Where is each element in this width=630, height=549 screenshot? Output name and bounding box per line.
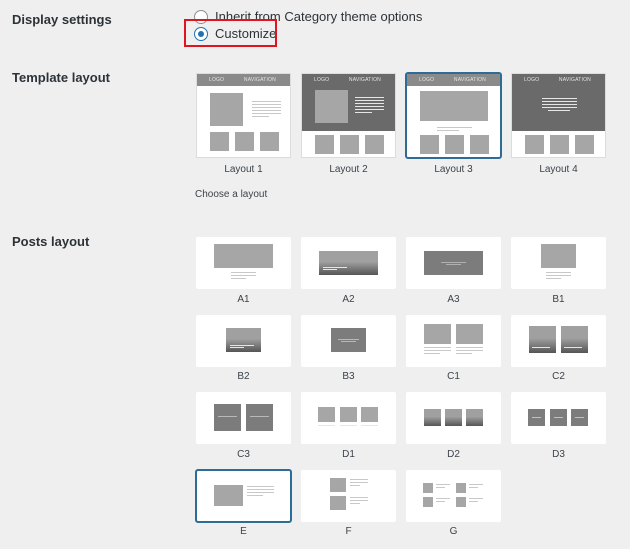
highlight-annotation [184, 19, 277, 47]
post-caption-b1: B1 [552, 294, 565, 305]
post-layout-c2[interactable] [511, 315, 606, 367]
layout-3-caption: Layout 3 [434, 164, 473, 175]
display-settings-label: Display settings [12, 12, 112, 27]
post-layout-a3[interactable] [406, 237, 501, 289]
post-layout-e[interactable] [195, 469, 292, 523]
post-caption-d2: D2 [447, 449, 460, 460]
layout-1-caption: Layout 1 [224, 164, 263, 175]
post-caption-d3: D3 [552, 449, 565, 460]
radio-checked-icon[interactable] [194, 26, 208, 41]
post-layout-c1[interactable] [406, 315, 501, 367]
radio-customize[interactable]: Customize [194, 26, 276, 41]
post-caption-g: G [449, 526, 458, 537]
image-block [210, 93, 243, 126]
post-caption-b2: B2 [237, 371, 250, 382]
post-layout-b2[interactable] [196, 315, 291, 367]
post-caption-b3: B3 [342, 371, 355, 382]
layout-4-caption: Layout 4 [539, 164, 578, 175]
post-layout-b1[interactable] [511, 237, 606, 289]
posts-layout-label: Posts layout [12, 234, 90, 249]
post-layout-d1[interactable] [301, 392, 396, 444]
post-caption-a1: A1 [237, 294, 250, 305]
post-caption-c2: C2 [552, 371, 565, 382]
post-caption-a2: A2 [342, 294, 355, 305]
post-layout-c3[interactable] [196, 392, 291, 444]
post-layout-a1[interactable] [196, 237, 291, 289]
post-layout-a2[interactable] [301, 237, 396, 289]
post-caption-e: E [240, 526, 247, 537]
choose-layout-hint: Choose a layout [195, 189, 268, 200]
post-caption-f: F [345, 526, 352, 537]
post-layout-b3[interactable] [301, 315, 396, 367]
post-layout-g[interactable] [406, 470, 501, 522]
template-layout-label: Template layout [12, 70, 111, 85]
layout-2-caption: Layout 2 [329, 164, 368, 175]
post-caption-a3: A3 [447, 294, 460, 305]
post-layout-d3[interactable] [511, 392, 606, 444]
post-caption-c1: C1 [447, 371, 460, 382]
post-caption-c3: C3 [237, 449, 250, 460]
post-layout-f[interactable] [301, 470, 396, 522]
radio-customize-label: Customize [215, 26, 277, 41]
post-caption-d1: D1 [342, 449, 355, 460]
post-layout-d2[interactable] [406, 392, 501, 444]
